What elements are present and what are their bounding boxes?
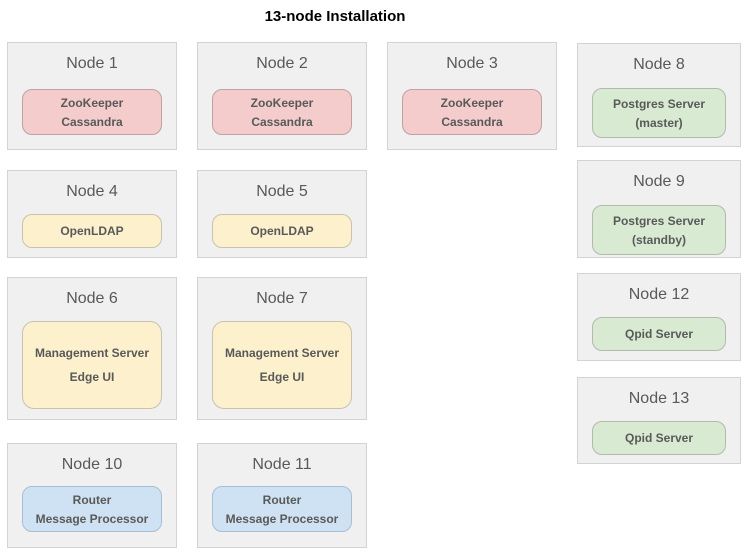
service-line: Postgres Server [612, 213, 706, 228]
node-title: Node 9 [633, 173, 685, 190]
service-line: Cassandra [61, 114, 123, 129]
node-card-6: Node 6 Management Server Edge UI [7, 277, 177, 420]
node-card-5: Node 5 OpenLDAP [197, 170, 367, 258]
node-title: Node 4 [66, 183, 118, 200]
node-title: Node 7 [256, 290, 308, 307]
service-box-qpid: Qpid Server [592, 421, 726, 455]
service-line: Management Server [34, 346, 150, 360]
node-title: Node 12 [628, 286, 690, 303]
service-box-router-processor: Router Message Processor [22, 486, 162, 532]
node-title: Node 2 [256, 55, 308, 72]
node-card-13: Node 13 Qpid Server [577, 377, 741, 464]
service-line: Qpid Server [624, 431, 694, 445]
node-title: Node 13 [628, 390, 690, 407]
node-title: Node 11 [252, 456, 312, 473]
node-card-8: Node 8 Postgres Server (master) [577, 43, 741, 147]
node-card-4: Node 4 OpenLDAP [7, 170, 177, 258]
service-line: Postgres Server [612, 96, 706, 111]
service-line: ZooKeeper [440, 95, 504, 110]
service-line: Edge UI [259, 370, 305, 384]
service-line: Cassandra [441, 114, 503, 129]
node-card-12: Node 12 Qpid Server [577, 273, 741, 361]
node-title: Node 3 [446, 55, 498, 72]
service-box-postgres-standby: Postgres Server (standby) [592, 205, 726, 255]
service-box-zookeeper-cassandra: ZooKeeper Cassandra [22, 89, 162, 135]
service-line: (master) [635, 115, 683, 130]
node-title: Node 5 [256, 183, 308, 200]
service-line: OpenLDAP [60, 224, 124, 238]
node-card-2: Node 2 ZooKeeper Cassandra [197, 42, 367, 150]
service-box-zookeeper-cassandra: ZooKeeper Cassandra [402, 89, 542, 135]
service-line: Message Processor [225, 511, 339, 526]
node-card-9: Node 9 Postgres Server (standby) [577, 160, 741, 258]
service-line: ZooKeeper [250, 95, 314, 110]
node-title: Node 10 [61, 456, 123, 473]
node-card-7: Node 7 Management Server Edge UI [197, 277, 367, 420]
service-line: Cassandra [251, 114, 313, 129]
service-box-management-edge: Management Server Edge UI [212, 321, 352, 409]
service-box-management-edge: Management Server Edge UI [22, 321, 162, 409]
node-card-3: Node 3 ZooKeeper Cassandra [387, 42, 557, 150]
service-box-qpid: Qpid Server [592, 317, 726, 351]
service-box-zookeeper-cassandra: ZooKeeper Cassandra [212, 89, 352, 135]
service-box-openldap: OpenLDAP [212, 214, 352, 248]
service-line: (standby) [632, 232, 686, 247]
node-card-10: Node 10 Router Message Processor [7, 443, 177, 548]
service-box-postgres-master: Postgres Server (master) [592, 88, 726, 138]
service-line: Management Server [224, 346, 340, 360]
service-line: Router [72, 492, 112, 507]
node-title: Node 6 [66, 290, 118, 307]
service-line: ZooKeeper [60, 95, 124, 110]
node-title: Node 1 [66, 55, 118, 72]
service-line: OpenLDAP [250, 224, 314, 238]
service-box-openldap: OpenLDAP [22, 214, 162, 248]
service-line: Message Processor [35, 511, 149, 526]
service-line: Router [262, 492, 302, 507]
node-card-11: Node 11 Router Message Processor [197, 443, 367, 548]
service-line: Edge UI [69, 370, 115, 384]
node-title: Node 8 [633, 56, 685, 73]
page-title: 13-node Installation [264, 8, 406, 25]
service-line: Qpid Server [624, 327, 694, 341]
node-card-1: Node 1 ZooKeeper Cassandra [7, 42, 177, 150]
service-box-router-processor: Router Message Processor [212, 486, 352, 532]
